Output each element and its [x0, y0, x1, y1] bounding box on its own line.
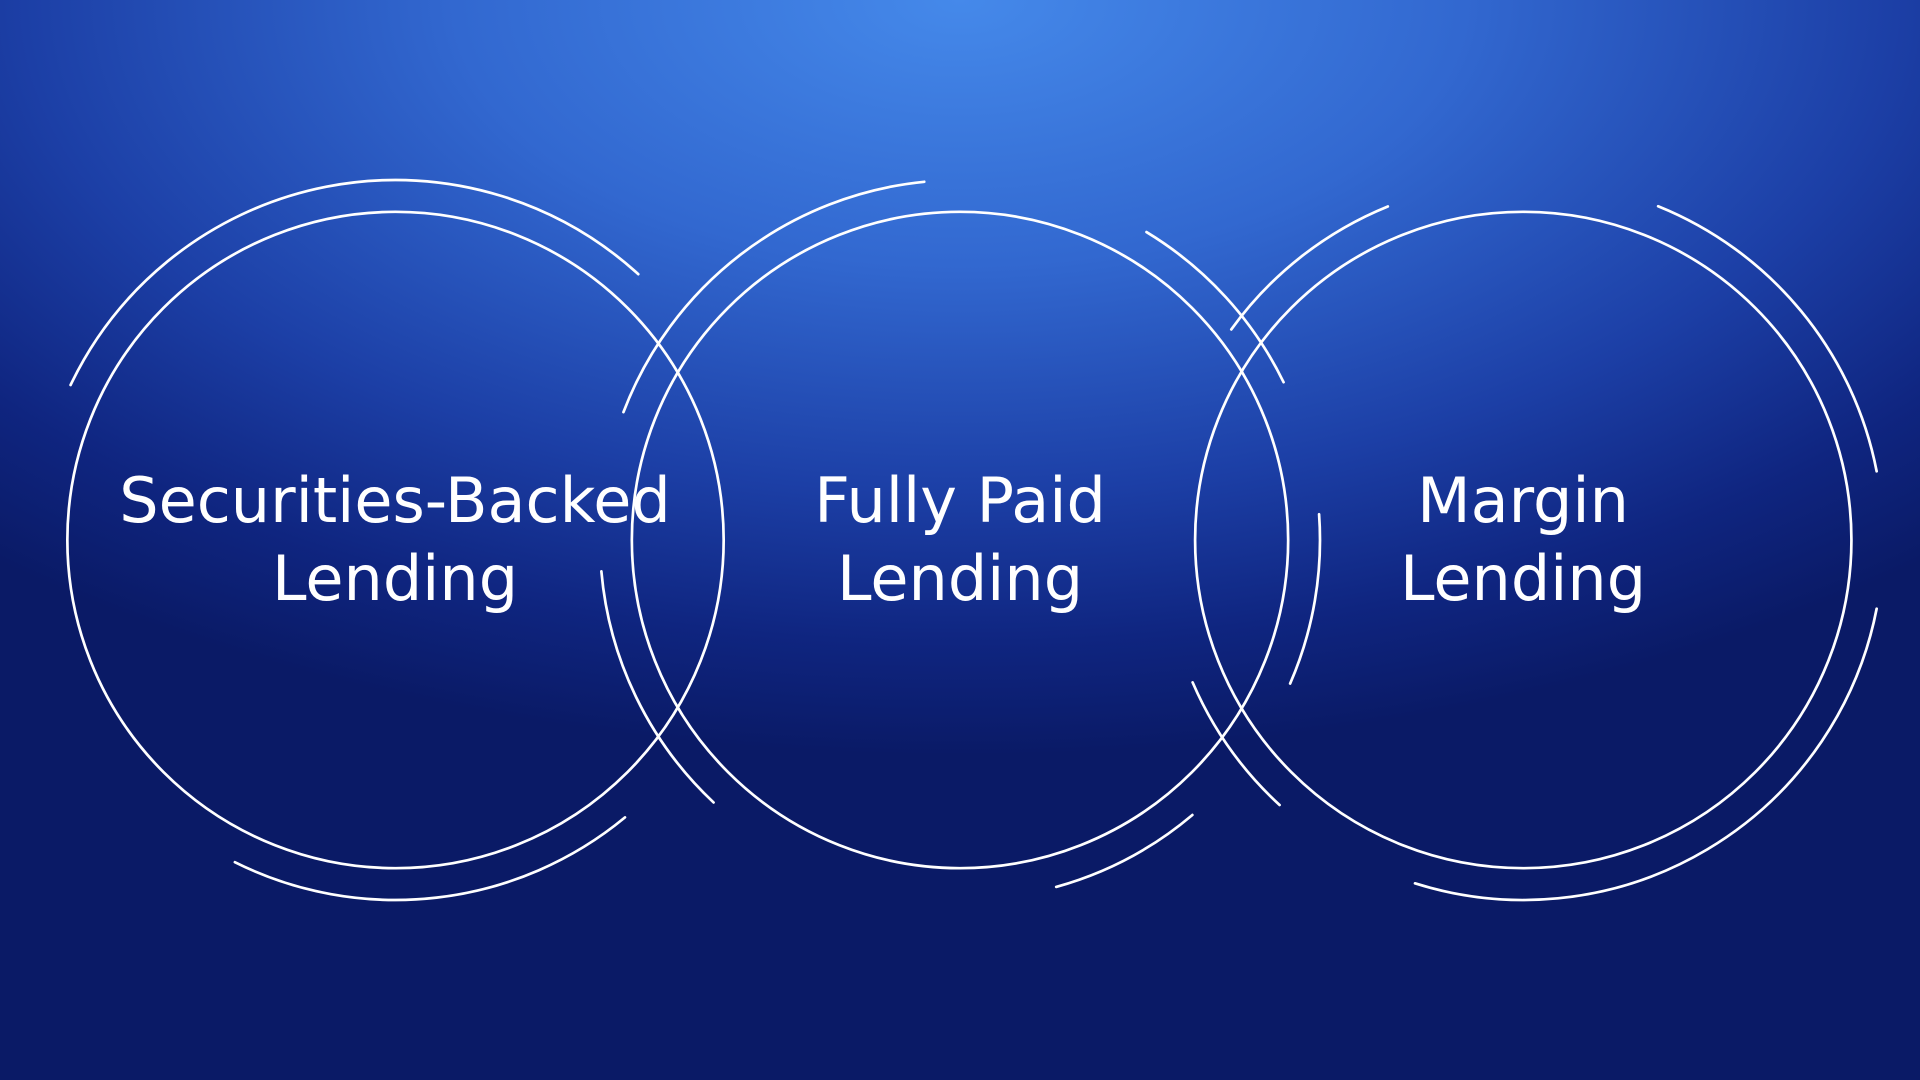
label-line-2: Lending — [836, 542, 1084, 615]
decorative-arc — [1145, 230, 1285, 384]
circle-fully-paid — [630, 210, 1290, 870]
decorative-arc — [1413, 607, 1878, 902]
label-line-1: Securities-Backed — [119, 464, 671, 537]
label-securities-backed-lending: Securities-Backed Lending — [75, 462, 715, 618]
decorative-arc — [1229, 205, 1390, 331]
decorative-arc — [622, 180, 926, 414]
decorative-arc — [69, 178, 640, 387]
decorative-arc — [233, 816, 627, 902]
decorative-arc — [600, 570, 715, 804]
decorative-arc — [1054, 813, 1194, 889]
label-line-1: Fully Paid — [814, 464, 1106, 537]
label-line-2: Lending — [1399, 542, 1647, 615]
decorative-arc — [1288, 512, 1322, 685]
decorative-arc — [1191, 681, 1281, 807]
label-line-1: Margin — [1417, 464, 1629, 537]
circle-securities-backed — [66, 210, 726, 870]
circle-margin — [1193, 210, 1853, 870]
label-fully-paid-lending: Fully Paid Lending — [640, 462, 1280, 618]
decorative-arc — [1656, 204, 1878, 473]
label-line-2: Lending — [271, 542, 519, 615]
label-margin-lending: Margin Lending — [1203, 462, 1843, 618]
